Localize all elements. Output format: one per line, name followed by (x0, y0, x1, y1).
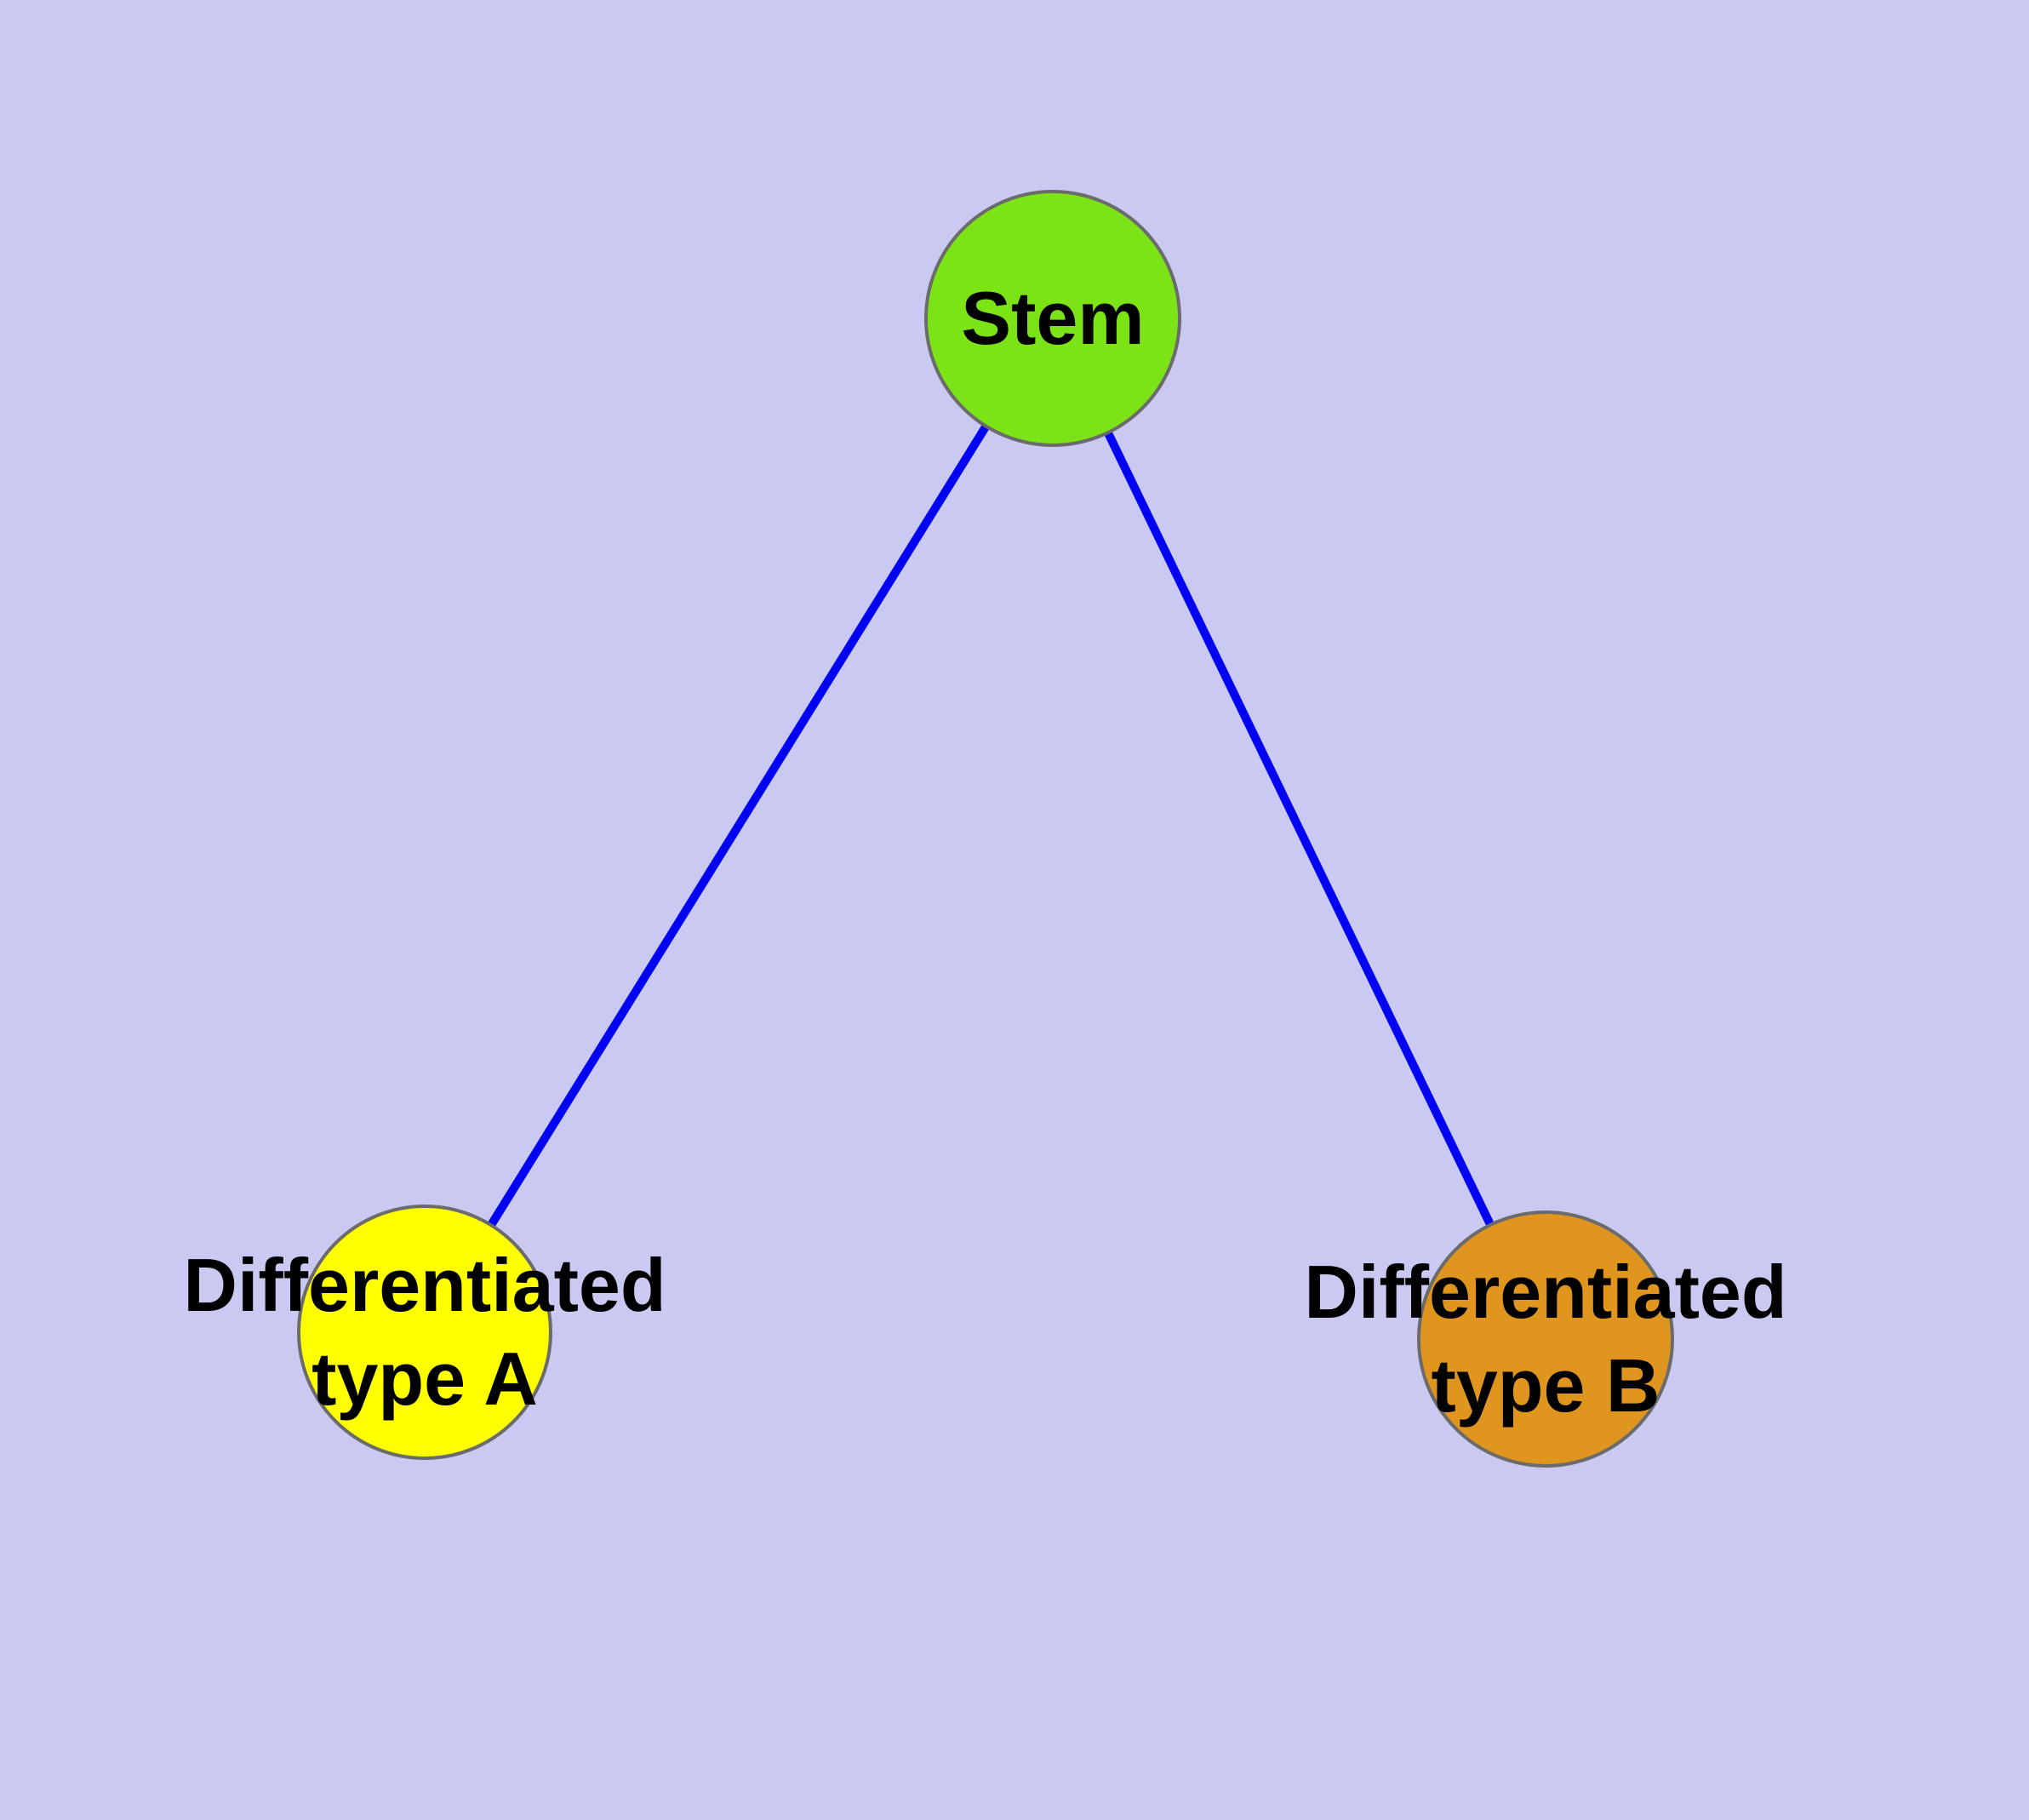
edge-stem-to-type-b (1049, 316, 1550, 1342)
edge-stem-to-type-a (420, 316, 1057, 1335)
node-differentiated-type-a (297, 1205, 552, 1460)
node-stem (924, 190, 1181, 447)
node-differentiated-type-b (1417, 1210, 1674, 1468)
